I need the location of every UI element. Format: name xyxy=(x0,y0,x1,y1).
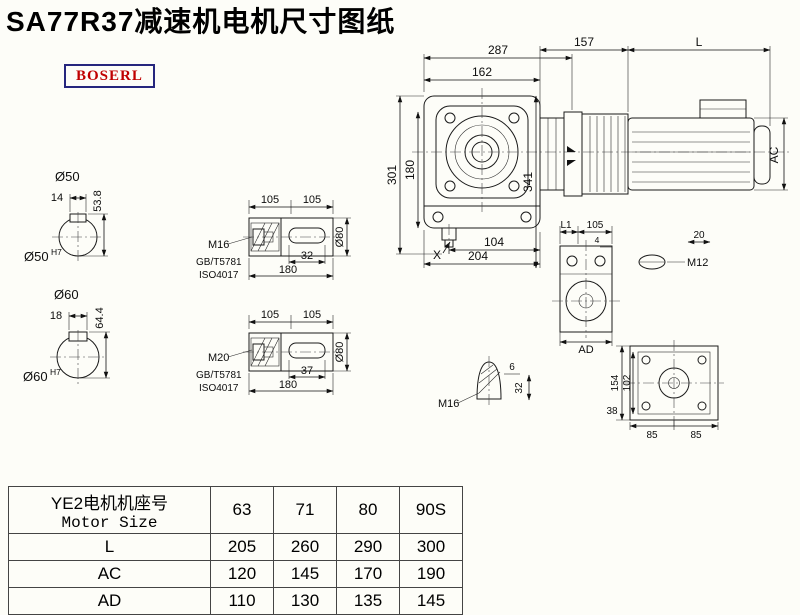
label-bore-50-tolerance: H7 xyxy=(51,247,62,257)
vent-mark-icon xyxy=(567,160,576,166)
table-header-size: 63 xyxy=(210,486,274,534)
dim-AC: AC xyxy=(767,146,781,163)
output-face-view: 154 102 38 85 85 xyxy=(606,340,724,441)
input-shaft-detail-m16: 105 105 32 180 M16 GB/T5781 ISO4017 Ø80 xyxy=(196,194,351,281)
dim-180: 180 xyxy=(403,160,417,180)
cell-value: 290 xyxy=(336,533,400,561)
shaft-section-50: 14 53.8 Ø50 Ø50 H7 xyxy=(24,169,108,264)
dim-104: 104 xyxy=(484,235,504,249)
technical-drawing: 287 162 157 L 301 180 341 AC X 104 204 1… xyxy=(23,35,792,441)
label-X: X xyxy=(433,248,441,262)
dim-key-length-37: 37 xyxy=(301,365,313,377)
table-header-row: YE2电机机座号 Motor Size 63 71 80 90S xyxy=(8,486,463,534)
dim-162: 162 xyxy=(472,65,492,79)
table-header-size: 71 xyxy=(273,486,337,534)
dim-keyway-width-50: 14 xyxy=(51,192,63,204)
motor-size-table: YE2电机机座号 Motor Size 63 71 80 90S L 205 2… xyxy=(8,486,463,615)
dim-341: 341 xyxy=(521,172,535,192)
label-thread-m20: M20 xyxy=(208,352,229,364)
dim-204: 204 xyxy=(468,249,488,263)
label-standard-iso: ISO4017 xyxy=(199,270,239,281)
dim-keyway-height-60: 64.4 xyxy=(94,307,106,328)
brand-logo-text: BOSERL xyxy=(76,68,143,84)
table-row: AD 110 130 135 145 xyxy=(8,587,463,615)
label-thread-m16: M16 xyxy=(438,398,459,410)
cell-value: 120 xyxy=(210,560,274,588)
dim-105-a: 105 xyxy=(261,309,279,321)
table-row: AC 120 145 170 190 xyxy=(8,560,463,588)
dim-287: 287 xyxy=(488,43,508,57)
dim-32: 32 xyxy=(514,382,525,394)
cell-value: 260 xyxy=(273,533,337,561)
dim-105: 105 xyxy=(587,220,604,231)
output-flange-side-view: L1 105 4 AD 20 M12 xyxy=(552,220,711,356)
dim-keyway-height-50: 53.8 xyxy=(92,190,104,211)
label-thread-m16: M16 xyxy=(208,239,229,251)
dim-6: 6 xyxy=(509,362,515,373)
table-header-size: 90S xyxy=(399,486,463,534)
vent-mark-icon xyxy=(567,146,576,152)
cell-value: 130 xyxy=(273,587,337,615)
label-standard-gb: GB/T5781 xyxy=(196,370,242,381)
motor-size-label-cn: YE2电机机座号 xyxy=(50,493,169,513)
motor-size-label-en: Motor Size xyxy=(61,513,158,532)
dim-key-length-32: 32 xyxy=(301,250,313,262)
label-diameter-50: Ø50 xyxy=(55,169,80,184)
dim-AD: AD xyxy=(578,344,593,356)
cell-value: 170 xyxy=(336,560,400,588)
cell-value: 300 xyxy=(399,533,463,561)
dim-length-180: 180 xyxy=(279,264,297,276)
dim-154: 154 xyxy=(610,374,621,391)
cell-value: 145 xyxy=(399,587,463,615)
output-shaft-detail-m20: 105 105 37 180 M20 GB/T5781 ISO4017 Ø80 xyxy=(196,309,351,395)
dim-20: 20 xyxy=(693,230,705,241)
page-title: SA77R37减速机电机尺寸图纸 xyxy=(6,6,396,37)
shaft-section-60: 18 64.4 Ø60 Ø60 H7 xyxy=(23,287,110,386)
cell-value: 190 xyxy=(399,560,463,588)
row-label: AD xyxy=(8,587,211,615)
table-header-size: 80 xyxy=(336,486,400,534)
dim-L1: L1 xyxy=(560,220,572,231)
dim-L: L xyxy=(696,35,703,49)
cell-value: 135 xyxy=(336,587,400,615)
cell-value: 145 xyxy=(273,560,337,588)
label-standard-gb: GB/T5781 xyxy=(196,257,242,268)
table-row: L 205 260 290 300 xyxy=(8,533,463,561)
dim-38: 38 xyxy=(606,406,618,417)
row-label: AC xyxy=(8,560,211,588)
dim-105-b: 105 xyxy=(303,309,321,321)
cell-value: 205 xyxy=(210,533,274,561)
dim-105-b: 105 xyxy=(303,194,321,206)
dim-length-180: 180 xyxy=(279,379,297,391)
dim-diameter-80: Ø80 xyxy=(334,342,346,363)
cell-value: 110 xyxy=(210,587,274,615)
center-hole-detail: M16 6 32 xyxy=(438,356,532,410)
label-standard-iso: ISO4017 xyxy=(199,383,239,394)
main-assembly-view: 287 162 157 L 301 180 341 AC X 104 204 xyxy=(385,35,792,269)
label-bore-50: Ø50 xyxy=(24,249,49,264)
label-diameter-60: Ø60 xyxy=(54,287,79,302)
dim-85-a: 85 xyxy=(646,430,658,441)
dim-diameter-80: Ø80 xyxy=(334,227,346,248)
row-label: L xyxy=(8,533,211,561)
dim-301: 301 xyxy=(385,165,399,185)
dim-157: 157 xyxy=(574,35,594,49)
dim-105-a: 105 xyxy=(261,194,279,206)
table-header-motor-size: YE2电机机座号 Motor Size xyxy=(8,486,211,534)
dim-85-b: 85 xyxy=(690,430,702,441)
brand-logo: BOSERL xyxy=(64,64,155,88)
dim-keyway-width-60: 18 xyxy=(50,310,62,322)
label-thread-m12: M12 xyxy=(687,257,708,269)
dim-102: 102 xyxy=(622,374,633,391)
label-bore-60-tolerance: H7 xyxy=(50,367,61,377)
label-bore-60: Ø60 xyxy=(23,369,48,384)
dim-4: 4 xyxy=(595,235,600,245)
